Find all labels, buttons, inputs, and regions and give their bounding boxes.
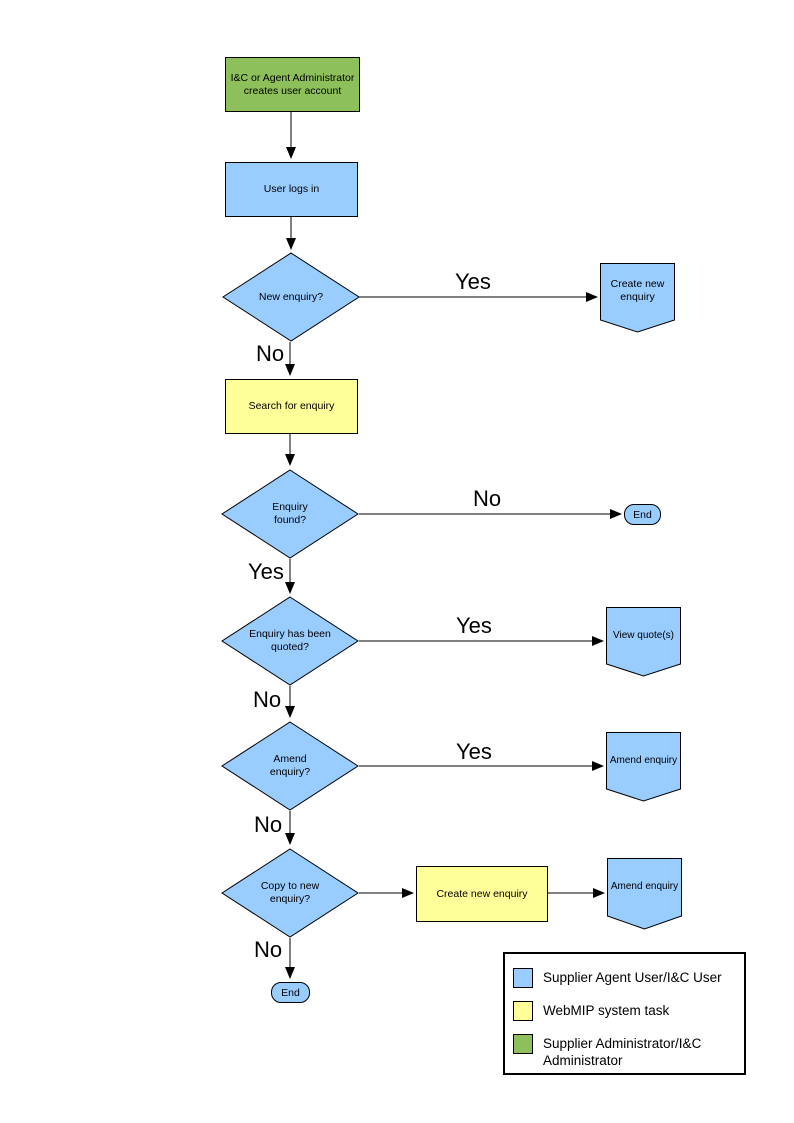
diamond-shape [221, 848, 359, 938]
edge-label-new-enquiry-no: No [256, 341, 285, 366]
legend-item-admin: Supplier Administrator/I&C Administrator [513, 1034, 744, 1069]
legend-label-system: WebMIP system task [543, 1003, 670, 1018]
edge-label-enquiry-found-no: No [473, 486, 502, 511]
node-end-top-label: End [633, 508, 652, 521]
pentagon-shape [607, 858, 682, 930]
node-enquiry-quoted-decision: Enquiry has been quoted? [221, 596, 359, 686]
node-enquiry-found-decision: Enquiry found? [221, 469, 359, 559]
legend-label-admin: Supplier Administrator/I&C Administrator [543, 1036, 702, 1068]
edge-label-quoted-yes: Yes [456, 613, 492, 638]
node-create-new-enquiry-task-label: Create new enquiry [436, 887, 528, 900]
legend: Supplier Agent User/I&C User WebMIP syst… [503, 952, 746, 1075]
node-end-top: End [624, 504, 661, 525]
pentagon-shape [606, 732, 681, 802]
legend-item-user: Supplier Agent User/I&C User [513, 968, 744, 988]
diamond-shape [221, 469, 359, 559]
node-search-for-enquiry-label: Search for enquiry [248, 400, 335, 412]
edge-label-copy-no: No [254, 937, 283, 962]
edge-label-amend-no: No [254, 812, 283, 837]
legend-swatch-admin [513, 1034, 533, 1054]
edge-label-amend-yes: Yes [456, 739, 492, 764]
edge-label-quoted-no: No [253, 687, 282, 712]
node-amend-enquiry-bottom: Amend enquiry [607, 858, 682, 930]
node-new-enquiry-decision: New enquiry? [222, 252, 360, 342]
node-create-new-enquiry-pentagon: Create new enquiry [600, 263, 675, 333]
legend-swatch-user [513, 968, 533, 988]
node-end-bottom-label: End [281, 986, 300, 999]
node-create-new-enquiry-task: Create new enquiry [416, 866, 548, 922]
edge-label-enquiry-found-yes: Yes [248, 559, 284, 584]
node-user-logs-in-label: User logs in [263, 183, 320, 195]
node-create-user-account: I&C or Agent Administrator creates user … [225, 57, 360, 112]
legend-swatch-system [513, 1001, 533, 1021]
diamond-shape [221, 721, 359, 811]
node-create-user-account-label: I&C or Agent Administrator creates user … [230, 71, 355, 97]
node-user-logs-in: User logs in [225, 162, 358, 217]
node-amend-enquiry-right: Amend enquiry [606, 732, 681, 802]
node-search-for-enquiry: Search for enquiry [225, 379, 358, 434]
node-copy-to-new-decision: Copy to new enquiry? [221, 848, 359, 938]
edge-label-new-enquiry-yes: Yes [455, 269, 491, 294]
pentagon-shape [600, 263, 675, 333]
legend-item-system: WebMIP system task [513, 1001, 744, 1021]
diamond-shape [222, 252, 360, 342]
node-amend-enquiry-decision: Amend enquiry? [221, 721, 359, 811]
diamond-shape [221, 596, 359, 686]
pentagon-shape [606, 607, 681, 677]
node-end-bottom: End [271, 982, 310, 1003]
legend-label-user: Supplier Agent User/I&C User [543, 970, 722, 985]
node-view-quotes: View quote(s) [606, 607, 681, 677]
